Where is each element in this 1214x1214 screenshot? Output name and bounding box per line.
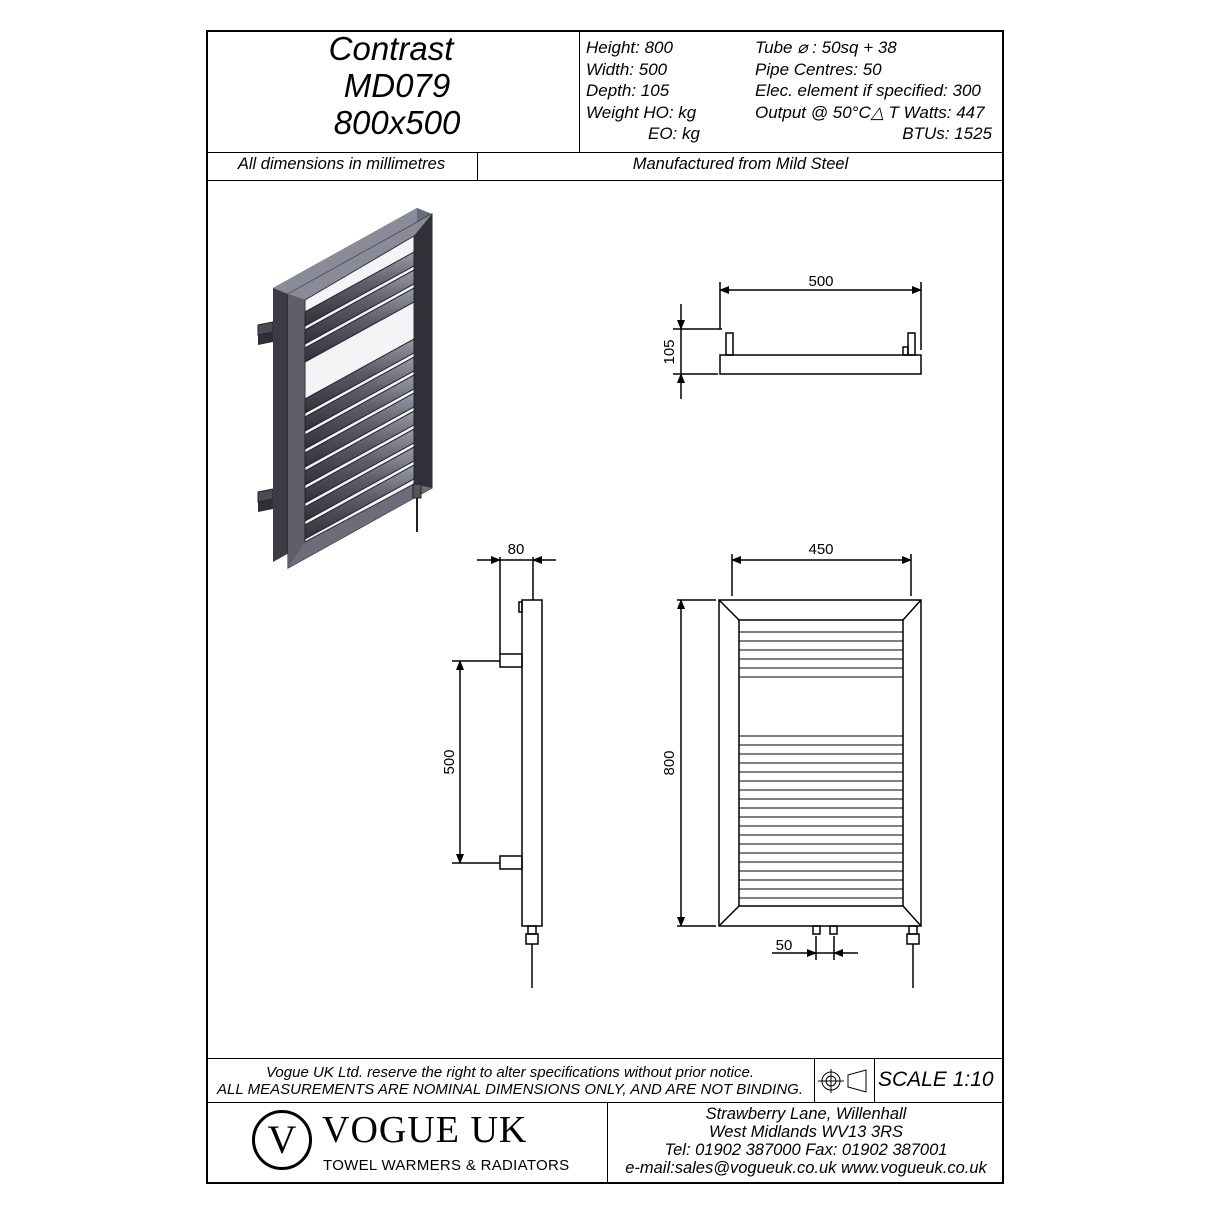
address-line-1: Strawberry Lane, Willenhall <box>705 1105 907 1123</box>
drawing-frame <box>206 30 1004 1184</box>
spec-weight-ho: Weight HO: kg <box>586 102 697 122</box>
disclaimer-line-2: ALL MEASUREMENTS ARE NOMINAL DIMENSIONS … <box>217 1081 803 1098</box>
front-view <box>677 554 922 988</box>
top-view <box>673 282 922 399</box>
dim-top-width: 500 <box>808 273 833 290</box>
footer-mid-rule <box>206 1102 1004 1103</box>
material-note: Manufactured from Mild Steel <box>632 155 849 173</box>
footer-divider-2 <box>874 1058 875 1103</box>
brand-tagline: TOWEL WARMERS & RADIATORS <box>323 1157 570 1174</box>
row2-bottom-rule <box>206 180 1004 181</box>
projection-symbol-icon <box>818 1069 867 1093</box>
disclaimer-line-1: Vogue UK Ltd. reserve the right to alter… <box>265 1064 755 1081</box>
spec-depth: Depth: 105 <box>586 81 670 100</box>
email-line: e-mail:sales@vogueuk.co.uk www.vogueuk.c… <box>625 1159 987 1177</box>
footer-divider-1 <box>814 1058 815 1103</box>
side-view <box>452 556 556 988</box>
product-name: Contrast <box>328 30 454 67</box>
footer-divider-3 <box>607 1102 608 1184</box>
header-bottom-rule <box>206 152 1004 153</box>
dim-front-pipe: 50 <box>776 937 793 954</box>
logo-letter: V <box>267 1117 297 1162</box>
header-divider <box>579 30 580 153</box>
product-size: 800x500 <box>333 104 461 141</box>
product-code: MD079 <box>343 67 451 104</box>
address-line-2: West Midlands WV13 3RS <box>708 1123 904 1141</box>
spec-pipe-centres: Pipe Centres: 50 <box>755 59 882 79</box>
dim-front-height: 800 <box>661 750 678 775</box>
dim-side-depth: 80 <box>508 541 525 558</box>
brand-name: VOGUE UK <box>322 1109 528 1151</box>
dim-side-brackets: 500 <box>441 749 458 774</box>
vogue-logo-circle: V <box>252 1110 312 1170</box>
footer-top-rule <box>206 1058 1004 1059</box>
phone-line: Tel: 01902 387000 Fax: 01902 387001 <box>664 1141 948 1159</box>
row2-divider <box>477 152 478 181</box>
scale-label: SCALE 1:10 <box>878 1068 994 1091</box>
dim-top-depth: 105 <box>661 339 678 364</box>
spec-weight-eo: EO: kg <box>648 124 700 143</box>
radiator-3d-render <box>257 208 433 569</box>
spec-tube: Tube ⌀ : 50sq + 38 <box>755 38 897 57</box>
units-note: All dimensions in millimetres <box>237 155 446 173</box>
dim-front-width: 450 <box>808 541 833 558</box>
spec-btus: BTUs: 1525 <box>902 124 992 143</box>
spec-output: Output @ 50°C△ T Watts: 447 <box>755 102 985 122</box>
spec-width: Width: 500 <box>586 59 668 79</box>
spec-elec-element: Elec. element if specified: 300 <box>755 81 981 100</box>
spec-height: Height: 800 <box>586 38 673 57</box>
